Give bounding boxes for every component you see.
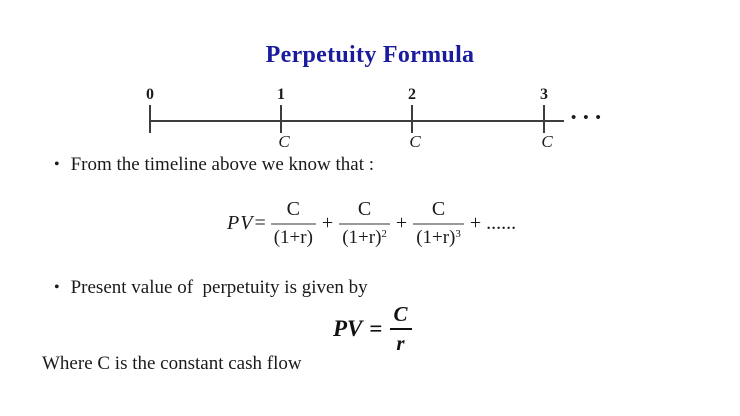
- timeline-axis: [150, 120, 564, 122]
- numerator: C: [393, 302, 408, 326]
- denominator: r: [396, 331, 405, 355]
- bullet-item-timeline: • From the timeline above we know that :: [54, 154, 374, 176]
- fraction-bar: [389, 328, 412, 330]
- bullet-marker: •: [54, 279, 60, 296]
- bullet-text: Present value of perpetuity is given by: [70, 277, 368, 298]
- denominator: (1+r)3: [413, 226, 464, 250]
- timeline-tick: [543, 105, 545, 133]
- pv-perpetuity-formula: PV = C r: [333, 303, 412, 355]
- denominator-base: (1+r): [416, 226, 456, 248]
- formula-lhs: PV: [333, 316, 363, 341]
- ellipsis-terms: + ......: [469, 211, 517, 234]
- fraction-bar: [270, 223, 316, 225]
- exponent: 3: [455, 227, 461, 240]
- cashflow-label: C: [541, 132, 553, 151]
- fraction-term-3: C (1+r)3: [413, 197, 464, 250]
- formula-lhs: PV: [227, 211, 254, 234]
- plus-sign: +: [395, 211, 408, 234]
- bullet-text: From the timeline above we know that :: [70, 154, 375, 175]
- denominator: (1+r)2: [339, 226, 390, 250]
- fraction-term-2: C (1+r)2: [339, 197, 390, 250]
- numerator: C: [357, 198, 372, 220]
- timeline-ellipsis: •••: [571, 110, 608, 126]
- timeline-tick: [411, 105, 413, 133]
- cashflow-label: C: [278, 132, 290, 151]
- timeline-label-3: 3: [540, 86, 548, 103]
- bullet-marker: •: [54, 156, 60, 173]
- plus-sign: +: [321, 211, 334, 234]
- timeline-tick: [280, 105, 282, 133]
- numerator: C: [431, 198, 446, 220]
- timeline-tick: [149, 105, 151, 133]
- fraction-c-over-r: C r: [389, 302, 412, 355]
- timeline-label-2: 2: [408, 86, 416, 103]
- exponent: 2: [381, 227, 387, 240]
- timeline-label-0: 0: [146, 86, 154, 103]
- timeline-label-1: 1: [277, 86, 285, 103]
- bullet-item-present-value: • Present value of perpetuity is given b…: [54, 277, 368, 299]
- fraction-term-1: C (1+r): [270, 197, 316, 250]
- footnote-text: Where C is the constant cash flow: [42, 353, 302, 374]
- fraction-bar: [413, 223, 464, 225]
- cashflow-label: C: [409, 132, 421, 151]
- fraction-bar: [339, 223, 390, 225]
- equals-sign: =: [254, 211, 266, 234]
- numerator: C: [286, 198, 300, 220]
- denominator-base: (1+r): [342, 226, 382, 248]
- equals-sign: =: [369, 316, 383, 341]
- denominator: (1+r): [273, 226, 313, 248]
- pv-series-formula: PV = C (1+r) + C (1+r)2 + C (1+r)3 + ...…: [227, 197, 516, 250]
- page-title: Perpetuity Formula: [265, 42, 475, 68]
